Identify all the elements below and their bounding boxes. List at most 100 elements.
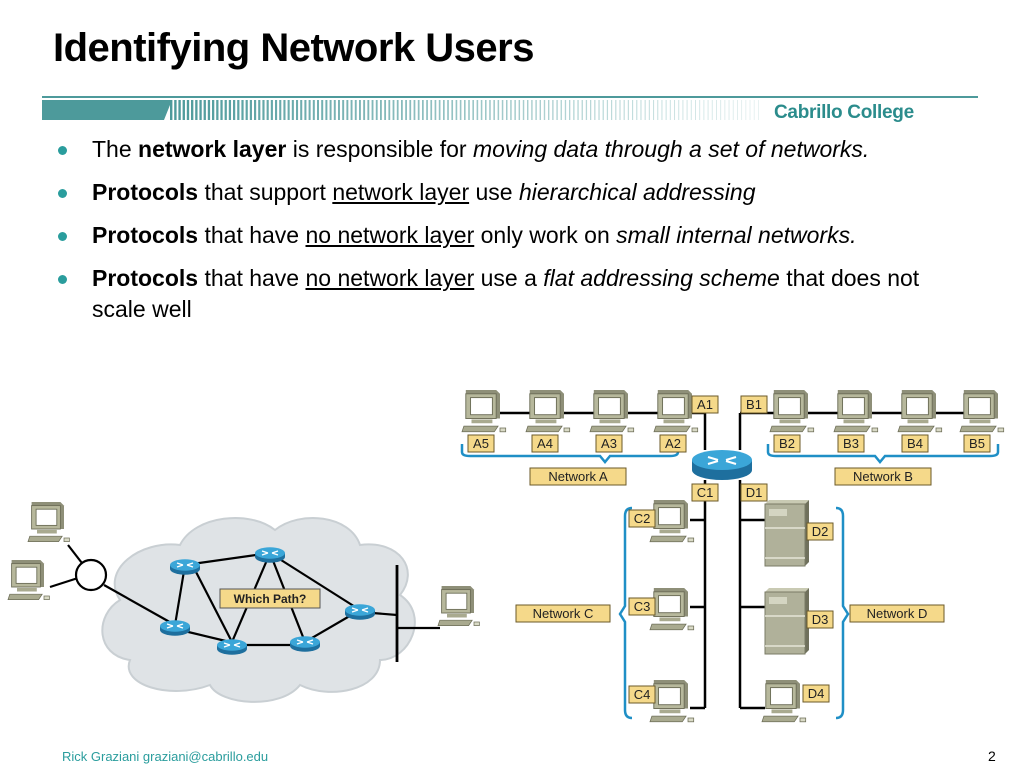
bullet-dot-icon <box>58 232 67 241</box>
host-label: A3 <box>595 434 623 453</box>
bullet-item: The network layer is responsible for mov… <box>56 134 956 165</box>
host-label-text: Network D <box>867 606 928 621</box>
host-label-text: D1 <box>746 485 763 500</box>
host-label: C4 <box>628 685 656 704</box>
pc-icon <box>7 560 50 600</box>
host-label-text: C2 <box>634 511 651 526</box>
host-label-text: C4 <box>634 687 651 702</box>
host-label: Network B <box>834 467 932 486</box>
pc-icon <box>437 586 480 626</box>
callout-text: Which Path? <box>234 592 307 606</box>
router-icon <box>160 620 190 636</box>
network-brackets <box>460 444 1000 720</box>
links <box>49 544 440 662</box>
bullet-text-run: network layer <box>138 136 287 162</box>
bullet-item: Protocols that have no network layer use… <box>56 263 956 325</box>
bullet-text-run: Protocols <box>92 222 199 248</box>
bullet-text-run: small internal networks. <box>616 222 857 248</box>
router-icon <box>255 547 285 563</box>
hub-icon <box>74 558 108 592</box>
host-label: D3 <box>806 610 834 629</box>
host-label: Network C <box>515 604 611 623</box>
bullet-text-run: only work on <box>474 222 617 248</box>
banner-stripes <box>170 100 759 120</box>
host-label: B3 <box>837 434 865 453</box>
host-label: A4 <box>531 434 559 453</box>
bullet-text-run: use <box>469 179 519 205</box>
host-label-text: C1 <box>697 485 714 500</box>
bullet-text-run: moving data through a set of networks. <box>472 136 870 162</box>
pc-icon <box>769 390 815 433</box>
host-label-text: B1 <box>746 397 762 412</box>
bullet-text-run: that support <box>198 179 333 205</box>
host-label: B5 <box>963 434 991 453</box>
router-icon <box>692 450 752 480</box>
host-label-text: Network C <box>533 606 594 621</box>
pc-icon <box>649 588 695 631</box>
bullet-text-run: use a <box>474 265 544 291</box>
host-label: A5 <box>467 434 495 453</box>
pc-icon <box>649 680 695 723</box>
footer-author: Rick Graziani graziani@cabrillo.edu <box>62 749 269 764</box>
host-label: B4 <box>901 434 929 453</box>
pc-icon <box>959 390 1005 433</box>
bullet-text-run: that have <box>198 222 306 248</box>
router-icon <box>345 604 375 620</box>
host-label: D2 <box>806 522 834 541</box>
bullet-text-run: Protocols <box>92 179 199 205</box>
bullet-text-run: no network layer <box>305 265 475 291</box>
bullet-text-run: that does not scale well <box>92 265 920 322</box>
host-label-text: Network B <box>853 469 913 484</box>
pc-icon <box>653 390 699 433</box>
slide-title: Identifying Network Users <box>53 26 534 70</box>
host-label: Network A <box>529 467 627 486</box>
header-banner <box>42 96 978 120</box>
bullet-text-run: flat addressing scheme <box>543 265 780 291</box>
bullet-text-run: network layer <box>332 179 470 205</box>
pc-icon <box>589 390 635 433</box>
server-icon <box>764 588 809 655</box>
bullet-item: Protocols that support network layer use… <box>56 177 956 208</box>
router-icon <box>170 559 200 575</box>
bullet-dot-icon <box>58 275 67 284</box>
host-label-text: C3 <box>634 599 651 614</box>
bullet-text-run: hierarchical addressing <box>518 179 756 205</box>
backbone-links <box>480 411 980 710</box>
host-label-text: D2 <box>812 524 829 539</box>
host-label: A2 <box>659 434 687 453</box>
host-label-text: A3 <box>601 436 617 451</box>
host-label: C1 <box>691 483 719 502</box>
host-label: Network D <box>849 604 945 623</box>
host-label-text: B2 <box>779 436 795 451</box>
bullet-text-run: that have <box>198 265 306 291</box>
host-label-text: Network A <box>548 469 608 484</box>
bullet-text-run: no network layer <box>305 222 475 248</box>
bullet-dot-icon <box>58 189 67 198</box>
host-label-text: A2 <box>665 436 681 451</box>
host-label-text: A4 <box>537 436 553 451</box>
host-label-text: B4 <box>907 436 923 451</box>
host-label: C2 <box>628 509 656 528</box>
pc-icon <box>761 680 807 723</box>
host-label: B2 <box>773 434 801 453</box>
server-icon <box>764 500 809 567</box>
bullet-list: The network layer is responsible for mov… <box>56 134 956 337</box>
pc-icon <box>27 502 70 542</box>
host-label-text: D3 <box>812 612 829 627</box>
host-label-text: A1 <box>697 397 713 412</box>
page-number: 2 <box>988 748 996 764</box>
brand-logo-text: Cabrillo College <box>774 102 914 123</box>
router-icon <box>217 639 247 655</box>
bullet-dot-icon <box>58 146 67 155</box>
bullet-text-run: Protocols <box>92 265 199 291</box>
pc-icon <box>525 390 571 433</box>
bullet-text-run: is responsible for <box>286 136 473 162</box>
which-path-callout: Which Path? <box>219 588 321 609</box>
pc-icon <box>649 500 695 543</box>
host-label: D4 <box>802 684 830 703</box>
host-label-text: B3 <box>843 436 859 451</box>
host-label-text: D4 <box>808 686 825 701</box>
host-label: A1 <box>691 395 719 414</box>
bullet-text-run: The <box>92 136 139 162</box>
